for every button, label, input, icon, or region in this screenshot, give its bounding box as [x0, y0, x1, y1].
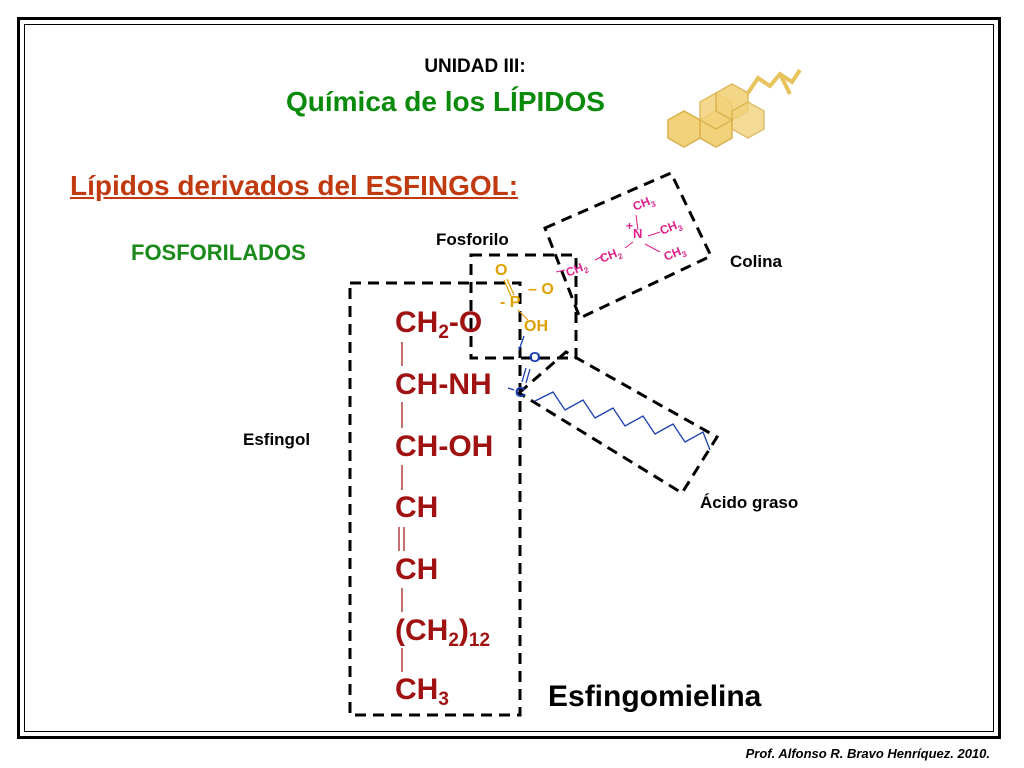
- slide-outer-frame: [17, 17, 1001, 739]
- chain-bonds: [398, 342, 405, 672]
- choline-n: N: [633, 226, 643, 241]
- phosphoryl-bonds: [503, 278, 529, 321]
- esfingol-box: [348, 281, 522, 717]
- section-title: Lípidos derivados del ESFINGOL:: [70, 170, 519, 201]
- subsection-title: FOSFORILADOS: [131, 240, 306, 265]
- chain-line-2: CH-NH: [395, 368, 492, 401]
- phosphoryl-o-top: O: [495, 262, 508, 279]
- acyl-bonds: [507, 335, 711, 451]
- page-title: Química de los LÍPIDOS: [286, 86, 605, 117]
- choline-plus: +: [626, 219, 634, 233]
- chain-line-7: CH3: [395, 673, 449, 710]
- chain-line-4: CH: [395, 491, 439, 524]
- label-fosforilo: Fosforilo: [436, 230, 509, 249]
- steroid-rings-icon: [667, 68, 802, 148]
- fosforilo-box: [469, 253, 578, 360]
- phosphoryl-oh: OH: [524, 318, 548, 335]
- slide-inner-frame: [24, 24, 994, 732]
- choline-bonds: [555, 214, 661, 273]
- colina-box: [543, 171, 714, 321]
- phosphoryl-o-right: – O: [528, 281, 554, 298]
- label-colina: Colina: [730, 252, 782, 271]
- unit-label: UNIDAD III:: [424, 56, 526, 77]
- acyl-c: C: [515, 384, 526, 401]
- chain-line-3: CH-OH: [395, 430, 494, 463]
- fatty-acid-zigzag: [534, 391, 711, 451]
- chain-line-5: CH: [395, 553, 439, 586]
- label-esfingol: Esfingol: [243, 430, 311, 449]
- acyl-o: O: [529, 349, 541, 366]
- label-acido-graso: Ácido graso: [700, 493, 799, 512]
- chain-line-6: (CH2)12: [395, 614, 491, 651]
- compound-name: Esfingomielina: [548, 680, 762, 713]
- phosphoryl-p: - P: [500, 294, 521, 311]
- chain-line-1: CH2-O: [395, 306, 483, 343]
- author-credit: Prof. Alfonso R. Bravo Henríquez. 2010.: [745, 746, 990, 761]
- acido-graso-box: [516, 350, 720, 496]
